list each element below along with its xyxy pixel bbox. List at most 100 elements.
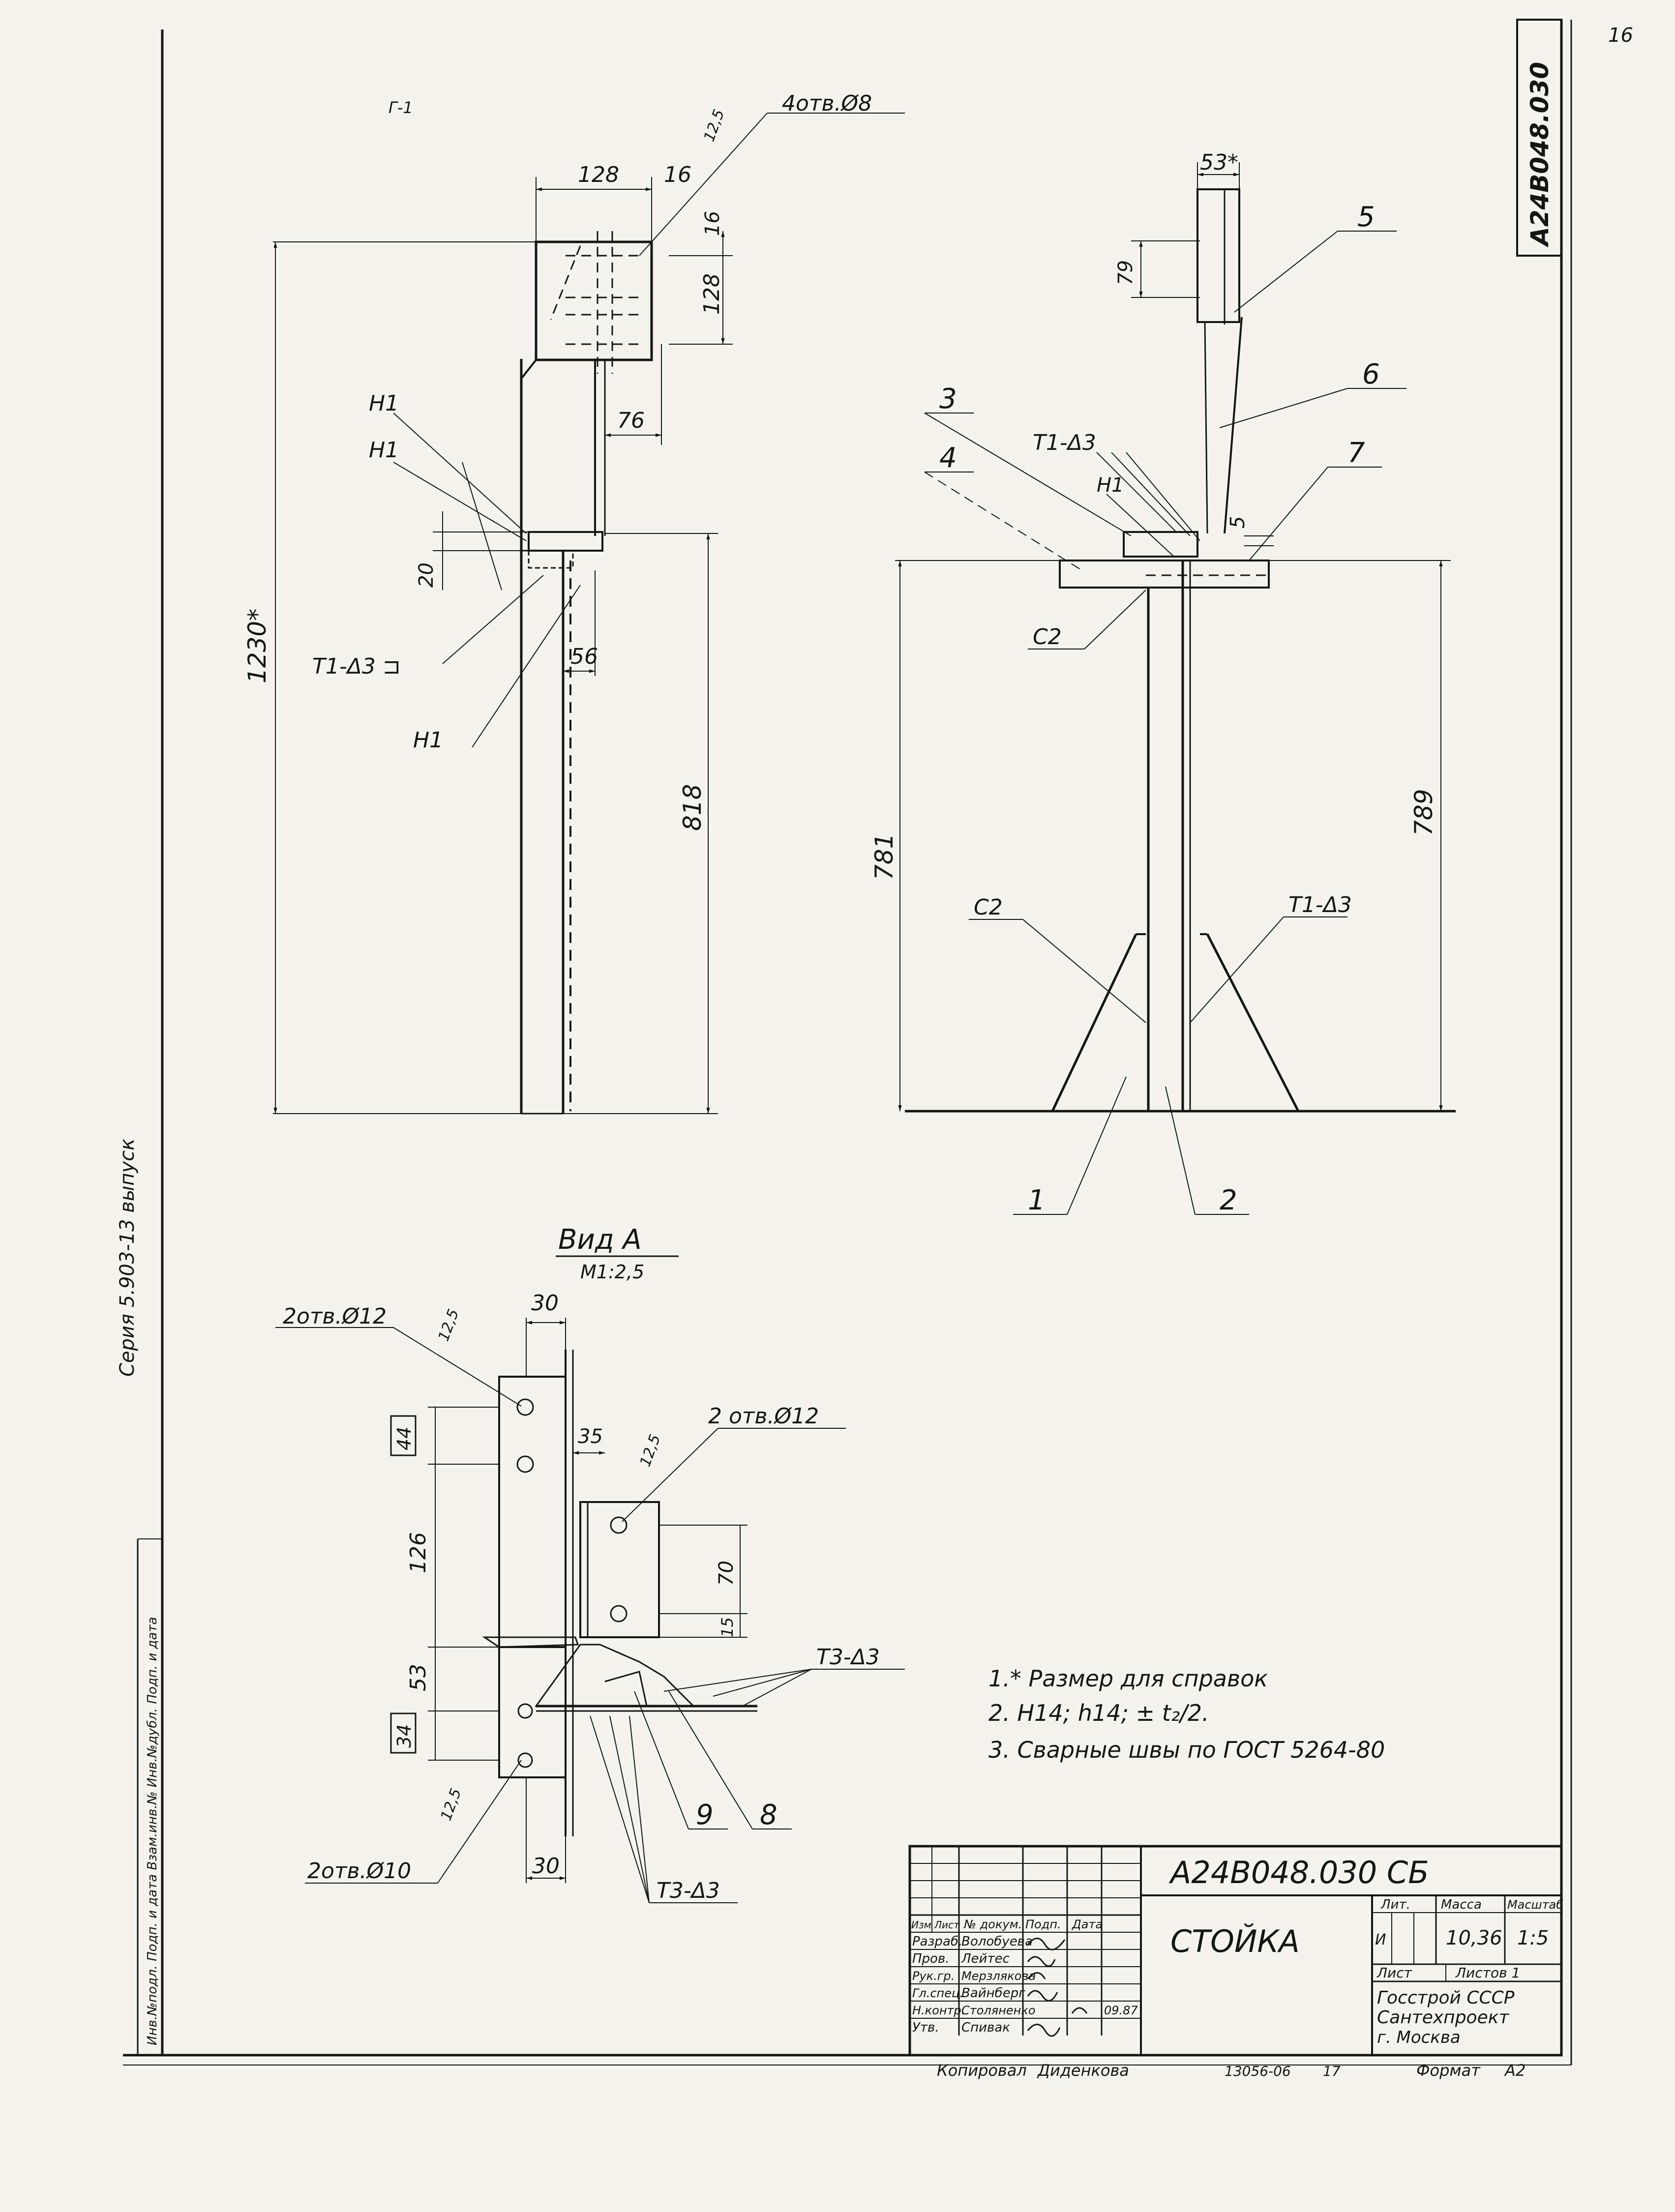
- front-view-dimensions: [273, 113, 905, 1114]
- pos-8: 8: [760, 1799, 778, 1831]
- rib-right-diagonal: [1206, 933, 1300, 1112]
- tb-name-6: Спивак: [961, 2020, 1010, 2035]
- roughness-a-2: 12,5: [637, 1432, 664, 1469]
- dim-a-70: 70: [715, 1561, 738, 1586]
- leader-12b: [622, 1428, 718, 1522]
- dim-16-top: 16: [664, 162, 691, 187]
- sheet-frame: [123, 19, 1572, 2065]
- tb-format-label: Формат: [1416, 2061, 1481, 2080]
- tb-org-2: Сантехпроект: [1377, 2007, 1509, 2028]
- technical-notes: 1.* Размер для справок 2. Н14; h14; ± t₂…: [988, 1665, 1385, 1763]
- box-44: [390, 1415, 417, 1456]
- dim-a-30-top: 30: [531, 1291, 559, 1316]
- hole-12-d: [610, 1605, 628, 1622]
- dim-128-top: 128: [578, 162, 619, 187]
- signature-5: [1071, 2007, 1088, 2014]
- leader-h1-b: [393, 462, 527, 541]
- dim-781: 781: [870, 833, 898, 880]
- hole-12-b: [516, 1455, 534, 1473]
- leader-h1-c: [462, 462, 502, 590]
- tb-org-1: Госстрой СССР: [1377, 1988, 1515, 2008]
- tb-col-doc: № докум.: [963, 1917, 1022, 1931]
- weld-t1-front: Т1-Δ3 ⊐: [312, 654, 401, 679]
- signature-1: [1027, 1938, 1066, 1950]
- hole-10-b: [517, 1752, 533, 1768]
- view-a-upright: [498, 1376, 567, 1648]
- leader-4: [924, 472, 1082, 571]
- dim-a-126: 126: [406, 1532, 431, 1573]
- dim-a-35: 35: [578, 1425, 603, 1448]
- bracket-hidden: [528, 550, 574, 569]
- left-margin-text: Серия 5.903-13 выпуск: [116, 1139, 139, 1377]
- view-a-bracket: [579, 1501, 660, 1638]
- tb-name-1: Волобуева: [961, 1934, 1033, 1949]
- tb-sheet-label: Лист: [1376, 1965, 1412, 1981]
- tb-role-1: Разраб.: [912, 1934, 962, 1949]
- tb-org-3: г. Москва: [1377, 2028, 1461, 2047]
- tb-mass: 10,36: [1446, 1927, 1502, 1949]
- bracket-3: [1123, 531, 1198, 558]
- tb-role-4: Гл.спец.: [912, 1986, 963, 2000]
- tb-col-izm: Изм: [911, 1919, 931, 1931]
- leader-t3a-1: [663, 1669, 812, 1692]
- pos-4: 4: [939, 442, 957, 474]
- upper-plate: [1196, 188, 1240, 323]
- side-view: [905, 188, 1456, 1113]
- leader-t3a-3: [742, 1669, 812, 1707]
- leader-h1-d: [472, 585, 581, 748]
- pos-1: 1: [1028, 1184, 1046, 1216]
- signature-3: [1027, 1972, 1046, 1979]
- holes-12-right: 2 отв.Ø12: [708, 1404, 819, 1429]
- roughness-a-1: 12,5: [435, 1307, 463, 1344]
- rib-left-diagonal: [1051, 933, 1137, 1112]
- roughness-front: 12,5: [701, 107, 728, 144]
- leader-h1-a: [393, 413, 527, 534]
- tapered-rib-left: [1204, 322, 1208, 534]
- tb-role-5: Н.контр.: [912, 2004, 965, 2017]
- leader-12a: [393, 1327, 522, 1407]
- leader-t3a-2: [713, 1669, 812, 1697]
- roughness-a-3: 12,5: [438, 1786, 465, 1823]
- bracket-plate: [528, 531, 603, 552]
- view-a-labels: Вид А М1:2,5 2отв.Ø12 2 отв.Ø12 2отв.Ø10…: [283, 1224, 880, 1903]
- dim-789: 789: [1409, 789, 1438, 836]
- leader-t3b-1: [590, 1715, 650, 1903]
- title-block: [908, 1845, 1563, 2057]
- tb-sign-date: 09.87: [1104, 2004, 1138, 2017]
- view-a-rib-9: [604, 1671, 648, 1707]
- tb-col-sign: Подп.: [1025, 1917, 1061, 1931]
- holes-label-4x8: 4отв.Ø8: [782, 91, 872, 116]
- leader-t3b-3: [629, 1715, 650, 1903]
- note-1: 1.* Размер для справок: [988, 1665, 1268, 1692]
- leader-6: [1219, 388, 1348, 428]
- weld-t1-low: Т1-Δ3: [1288, 892, 1352, 917]
- view-a-gusset: [535, 1644, 695, 1707]
- dim-a-53: 53: [406, 1664, 431, 1691]
- tb-name-4: Вайнберг: [961, 1986, 1025, 2001]
- dim-79: 79: [1114, 260, 1137, 285]
- hole-12-c: [610, 1516, 628, 1534]
- side-code-box: [1516, 19, 1562, 257]
- leader-7: [1249, 467, 1328, 561]
- view-a: [482, 1350, 757, 1836]
- dim-128-side: 128: [699, 273, 724, 315]
- tb-part-name: СТОЙКА: [1170, 1923, 1300, 1959]
- leader-8: [668, 1691, 753, 1829]
- tb-header-scale: Масштаб: [1507, 1898, 1563, 1912]
- dim-56: 56: [570, 644, 598, 669]
- tb-header-mass: Масса: [1441, 1897, 1482, 1912]
- view-a-dimensions: [275, 1318, 905, 1903]
- tb-order-number: 13056-06: [1225, 2063, 1291, 2079]
- weld-t3-bottom: Т3-Δ3: [657, 1878, 720, 1903]
- tb-header-lit: Лит.: [1380, 1897, 1410, 1912]
- dim-5: 5: [1226, 516, 1249, 529]
- note-2: 2. Н14; h14; ± t₂/2.: [988, 1700, 1209, 1726]
- weld-t3-top: Т3-Δ3: [816, 1645, 880, 1670]
- leader-t1-b: [1111, 452, 1191, 536]
- leader-holes: [639, 113, 768, 256]
- leader-9: [634, 1691, 689, 1829]
- leader-t1-c: [1126, 452, 1200, 541]
- view-a-angle-left: [482, 1636, 579, 1648]
- pos-3: 3: [939, 383, 957, 415]
- plate-diagonal: [550, 245, 581, 320]
